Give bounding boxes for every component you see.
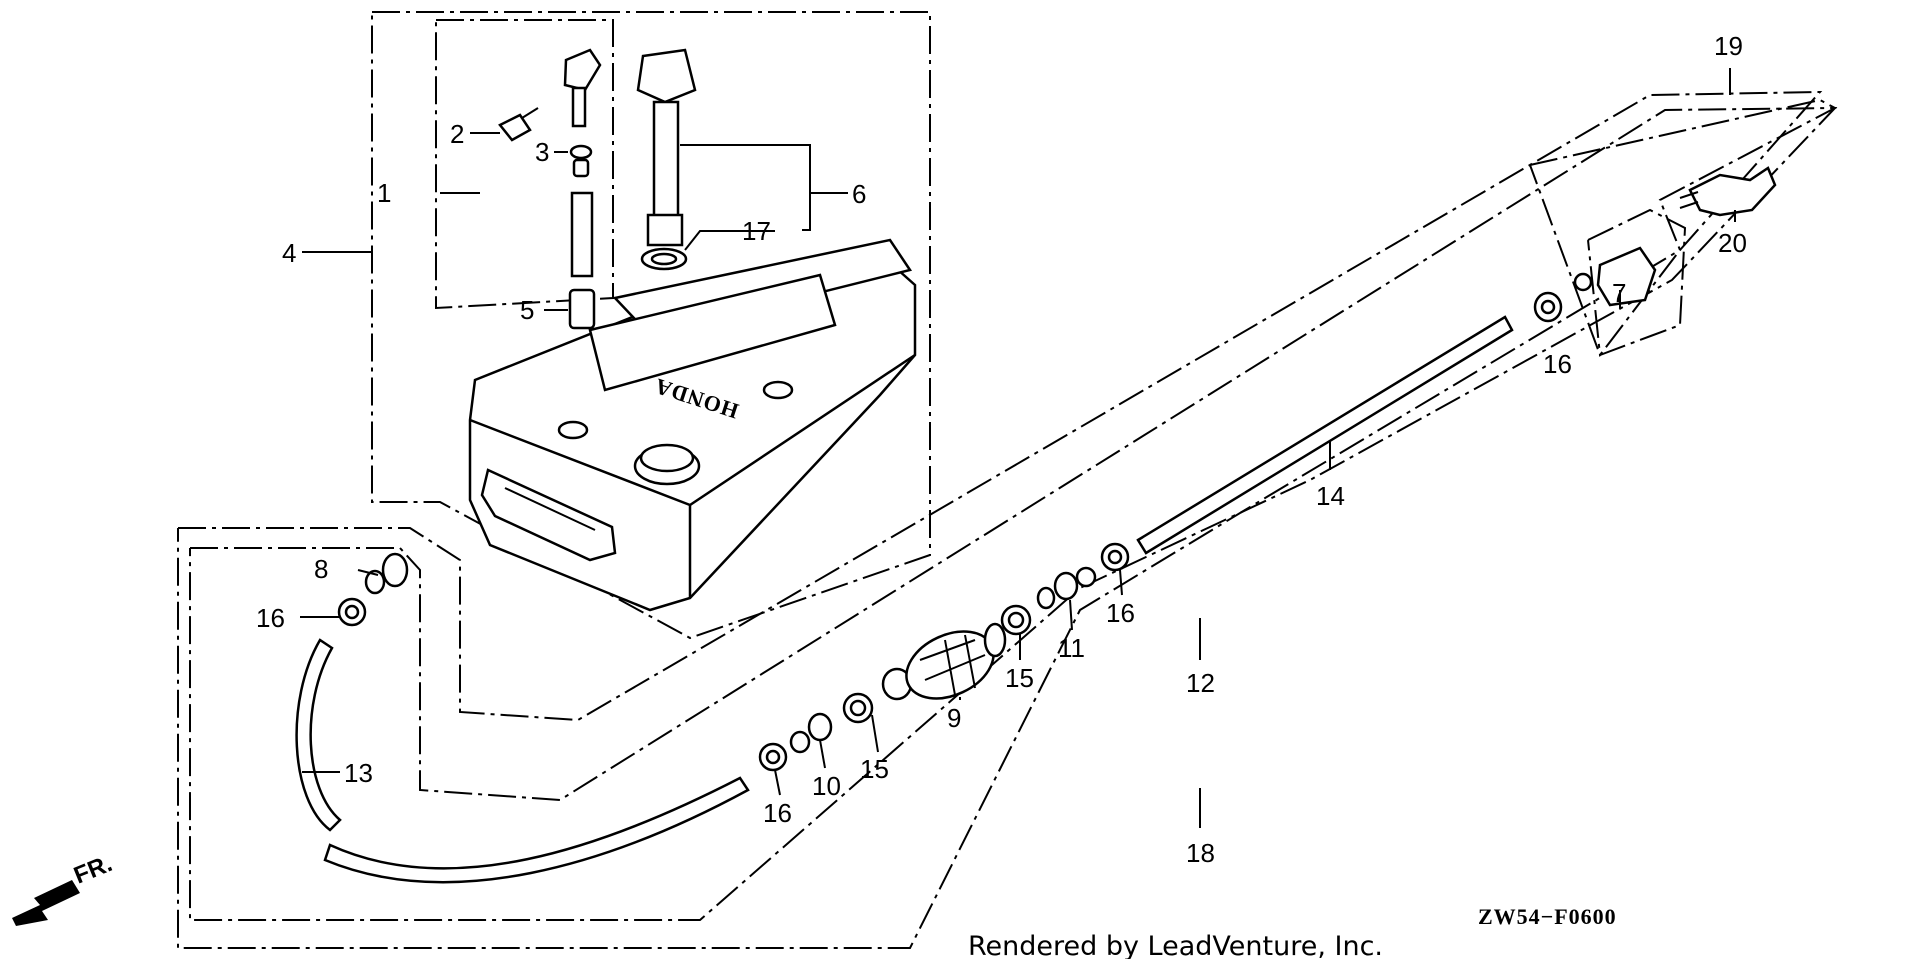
callout-2: 2 — [450, 119, 464, 149]
cap-assembly-parts — [498, 48, 697, 330]
callout-6: 6 — [852, 179, 866, 209]
callout-12: 12 — [1186, 668, 1215, 698]
callout-5: 5 — [520, 295, 534, 325]
hoses — [295, 315, 1514, 884]
arrow-icon — [12, 880, 80, 926]
callout-16-upper: 16 — [1543, 349, 1572, 379]
callout-1: 1 — [377, 178, 391, 208]
callout-13: 13 — [344, 758, 373, 788]
callout-labels: 1 2 3 4 5 6 17 19 20 7 16 14 12 18 8 16 … — [256, 31, 1747, 868]
callout-19: 19 — [1714, 31, 1743, 61]
callout-8: 8 — [314, 554, 328, 584]
fuel-tank: HONDA — [468, 238, 917, 612]
fittings — [337, 166, 1777, 772]
callout-11: 11 — [1058, 633, 1085, 663]
callout-9: 9 — [947, 703, 961, 733]
callout-15-upper: 15 — [1005, 663, 1034, 693]
callout-14: 14 — [1316, 481, 1345, 511]
callout-3: 3 — [535, 137, 549, 167]
render-credit: Rendered by LeadVenture, Inc. — [968, 931, 1383, 959]
callout-16-mid: 16 — [1106, 598, 1135, 628]
callout-10: 10 — [812, 771, 841, 801]
callout-7: 7 — [1612, 278, 1626, 308]
callout-16-lower: 16 — [763, 798, 792, 828]
callout-16-left: 16 — [256, 603, 285, 633]
direction-label: FR. — [70, 850, 116, 890]
callout-4: 4 — [282, 238, 296, 268]
callout-15-lower: 15 — [860, 754, 889, 784]
front-direction-arrow: FR. — [12, 850, 116, 926]
callout-18: 18 — [1186, 838, 1215, 868]
callout-20: 20 — [1718, 228, 1747, 258]
leader-lines — [300, 68, 1736, 828]
group-boundaries — [177, 11, 1838, 949]
drawing-code: ZW54−F0600 — [1478, 904, 1617, 929]
callout-17: 17 — [742, 216, 771, 246]
